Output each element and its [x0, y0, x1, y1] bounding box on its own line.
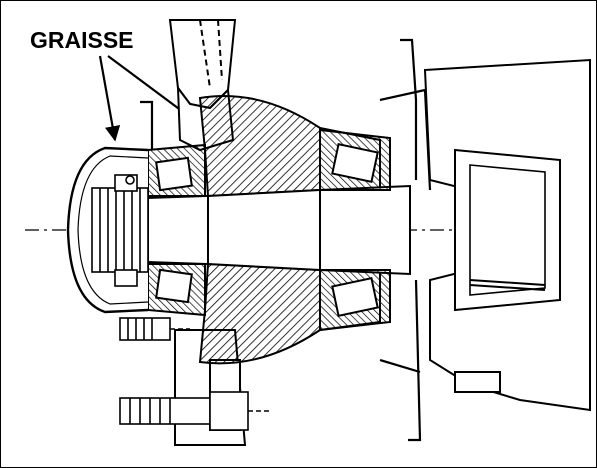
outer-bearing — [319, 128, 391, 332]
brake-caliper — [423, 58, 591, 412]
grease-label: GRAISSE — [30, 27, 134, 53]
mounting-bolt-lower — [119, 391, 270, 431]
spindle — [147, 184, 411, 276]
inner-bearing — [147, 143, 206, 317]
arrow-to-hub-cap — [98, 55, 121, 142]
castle-nut — [91, 174, 149, 287]
mounting-bolt-upper — [119, 317, 190, 341]
